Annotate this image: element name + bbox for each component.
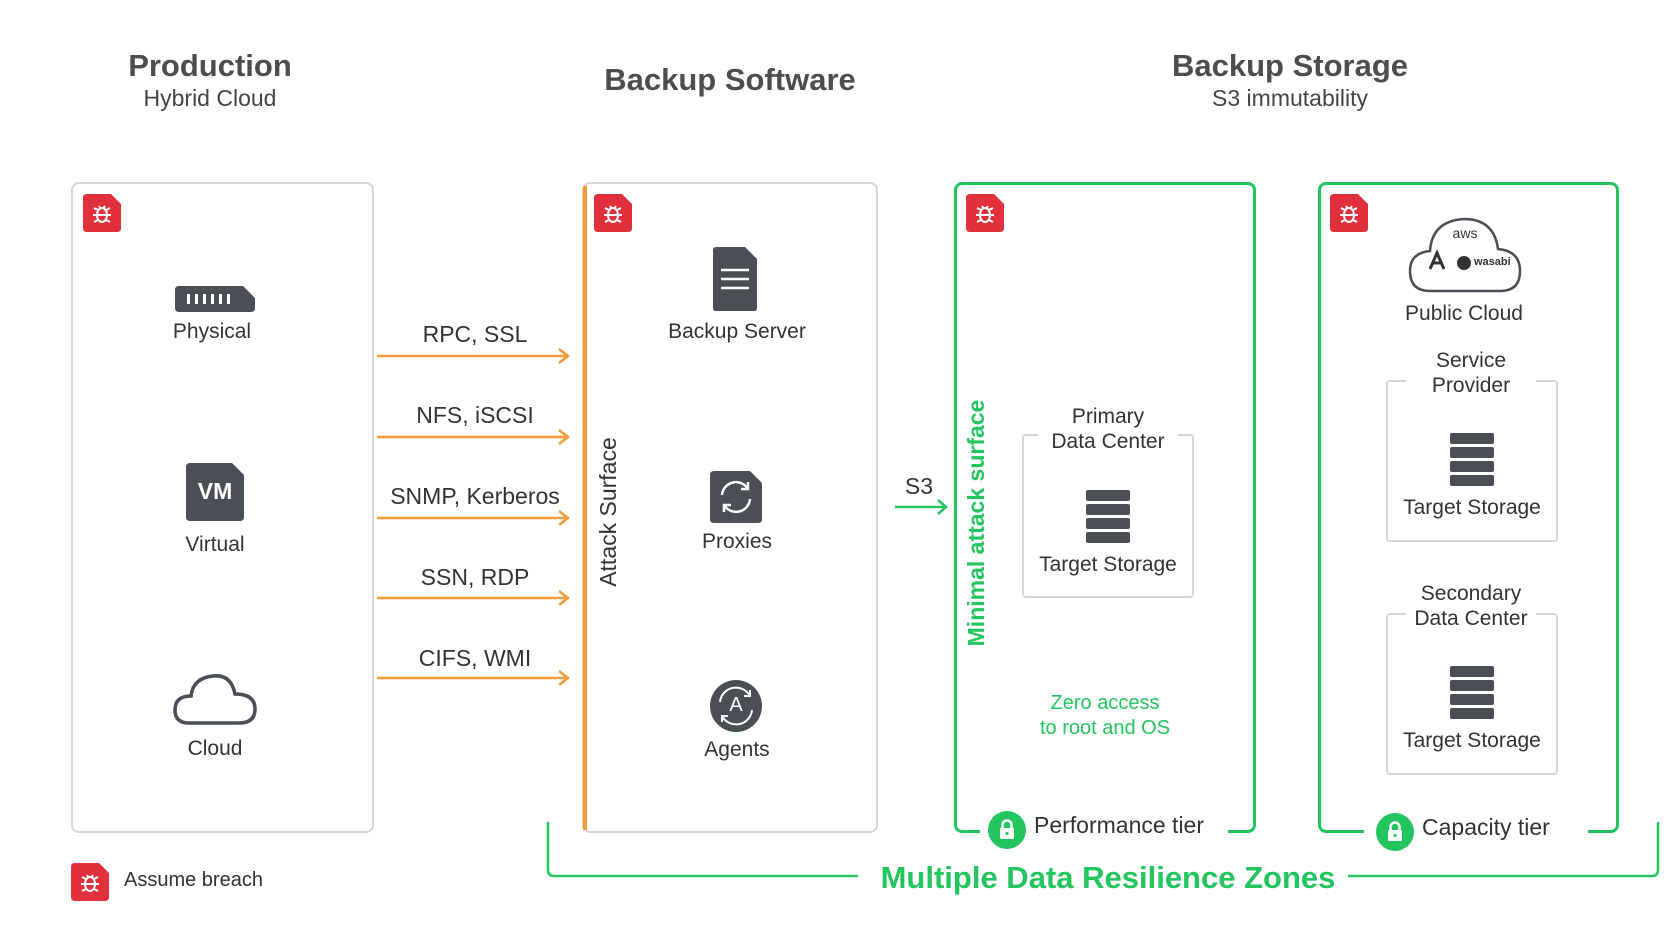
- bug-icon: [594, 194, 632, 232]
- cloud-icon: [173, 674, 257, 725]
- vm-icon-text: VM: [197, 478, 233, 504]
- software-item-agents: Agents: [704, 738, 770, 761]
- protocol-label-nfs: NFS, iSCSI: [416, 402, 534, 428]
- resilience-zones-bracket: [546, 822, 1660, 878]
- performance-tier-label: Performance tier: [1034, 812, 1205, 838]
- protocol-label-ssn: SSN, RDP: [420, 564, 530, 590]
- storage-stack-icon: [1086, 490, 1130, 543]
- agent-icon-text: A: [729, 694, 743, 716]
- protocol-arrows: [377, 348, 571, 686]
- storage-title: Backup Storage: [1171, 48, 1408, 83]
- software-item-proxies: Proxies: [701, 530, 773, 553]
- service-provider-title: Service Provider: [1406, 348, 1536, 398]
- primary-target-storage-label: Target Storage: [1039, 553, 1177, 576]
- bug-icon: [966, 194, 1004, 232]
- secondary-data-center-title: Secondary Data Center: [1406, 581, 1536, 631]
- public-cloud-icon: aws wasabi: [1408, 213, 1522, 295]
- bug-icon: [1330, 194, 1368, 232]
- bug-icon: [71, 863, 109, 901]
- attack-surface-line: [583, 186, 587, 830]
- production-item-physical: Physical: [172, 320, 252, 343]
- protocol-label-rpc: RPC, SSL: [422, 321, 528, 347]
- production-item-virtual: Virtual: [185, 533, 245, 556]
- minimal-attack-surface-label: Minimal attack surface: [963, 399, 989, 647]
- document-icon: [713, 247, 757, 311]
- aws-logo: aws: [1452, 225, 1478, 241]
- wasabi-logo: wasabi: [1474, 256, 1511, 268]
- storage-stack-icon: [1450, 666, 1494, 719]
- server-rack-icon: [175, 286, 255, 312]
- storage-stack-icon: [1450, 433, 1494, 486]
- lock-icon: [988, 811, 1026, 849]
- production-item-cloud: Cloud: [187, 737, 243, 760]
- storage-subtitle: S3 immutability: [1212, 85, 1368, 111]
- agent-icon: A: [710, 680, 762, 732]
- software-item-backup-server: Backup Server: [668, 320, 806, 343]
- resilience-zones-label: Multiple Data Resilience Zones: [880, 860, 1336, 895]
- production-panel: [71, 182, 374, 833]
- lock-icon: [1376, 813, 1414, 851]
- refresh-icon: [710, 471, 762, 523]
- bug-icon: [83, 194, 121, 232]
- protocol-label-snmp: SNMP, Kerberos: [390, 483, 560, 509]
- secondary-target-storage-label: Target Storage: [1403, 729, 1541, 752]
- protocol-label-cifs: CIFS, WMI: [418, 645, 532, 671]
- production-subtitle: Hybrid Cloud: [143, 85, 277, 111]
- s3-label: S3: [904, 473, 934, 499]
- vm-icon: VM: [186, 463, 244, 521]
- primary-data-center-title: Primary Data Center: [1038, 404, 1178, 454]
- service-target-storage-label: Target Storage: [1403, 496, 1541, 519]
- production-title: Production: [128, 48, 292, 83]
- s3-arrow: [895, 499, 948, 515]
- public-cloud-label: Public Cloud: [1405, 302, 1523, 325]
- software-title: Backup Software: [604, 62, 856, 97]
- capacity-tier-label: Capacity tier: [1422, 814, 1550, 840]
- legend-label: Assume breach: [124, 869, 263, 891]
- attack-surface-label: Attack Surface: [595, 437, 621, 587]
- zero-access-note: Zero access to root and OS: [1039, 692, 1171, 739]
